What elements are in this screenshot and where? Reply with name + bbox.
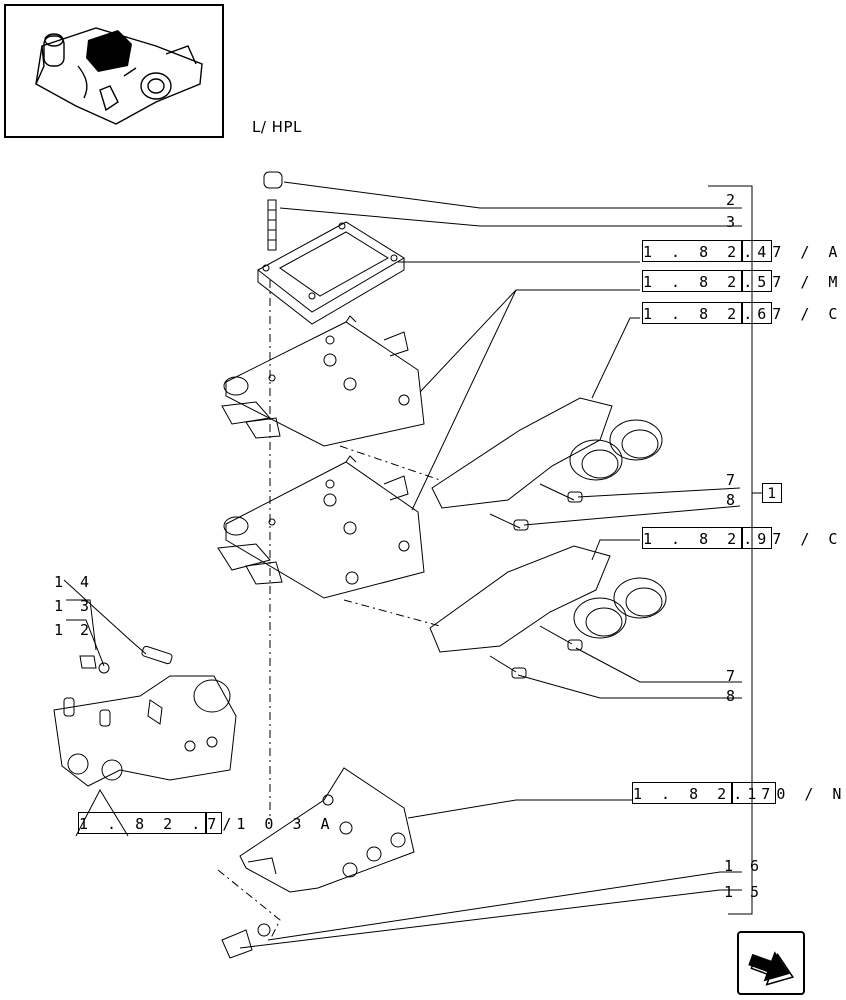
callout-14: 1 4 — [54, 573, 94, 591]
callout-8: 8 — [726, 687, 740, 705]
ref-1-82-170-n[interactable]: 1 . 8 2 .170 / N — [632, 782, 846, 804]
callout-7: 7 — [726, 471, 740, 489]
callout-12: 1 2 — [54, 621, 94, 639]
callout-13: 1 3 — [54, 597, 94, 615]
callout-16: 1 6 — [724, 857, 764, 875]
ref-1-82-57-m[interactable]: 1 . 8 2 .57 / M — [642, 270, 842, 292]
callout-7: 7 — [726, 667, 740, 685]
thumbnail-pump — [4, 4, 224, 138]
callout-15: 1 5 — [724, 883, 764, 901]
next-page-arrow-icon — [748, 951, 795, 986]
callout-8: 8 — [726, 491, 740, 509]
ref-1-82-47-a[interactable]: 1 . 8 2 .47 / A — [642, 240, 842, 262]
ref-1-82-7-103a[interactable]: 1 . 8 2 . 7/1 0 3 A — [78, 812, 335, 834]
ref-1-82-67-c[interactable]: 1 . 8 2 .67 / C — [642, 302, 842, 324]
callout-2: 2 — [726, 191, 740, 209]
next-page-button[interactable] — [737, 931, 805, 995]
ref-1-82-97-c[interactable]: 1 . 8 2 .97 / C — [642, 527, 842, 549]
callout-3: 3 — [726, 213, 740, 231]
group-callout-1: 1 — [762, 483, 782, 503]
page-title: L/ HPL — [252, 118, 302, 136]
group-bracket — [708, 185, 753, 915]
exploded-valve-diagram — [53, 171, 762, 959]
thumbnail-pump-icon — [35, 27, 203, 125]
